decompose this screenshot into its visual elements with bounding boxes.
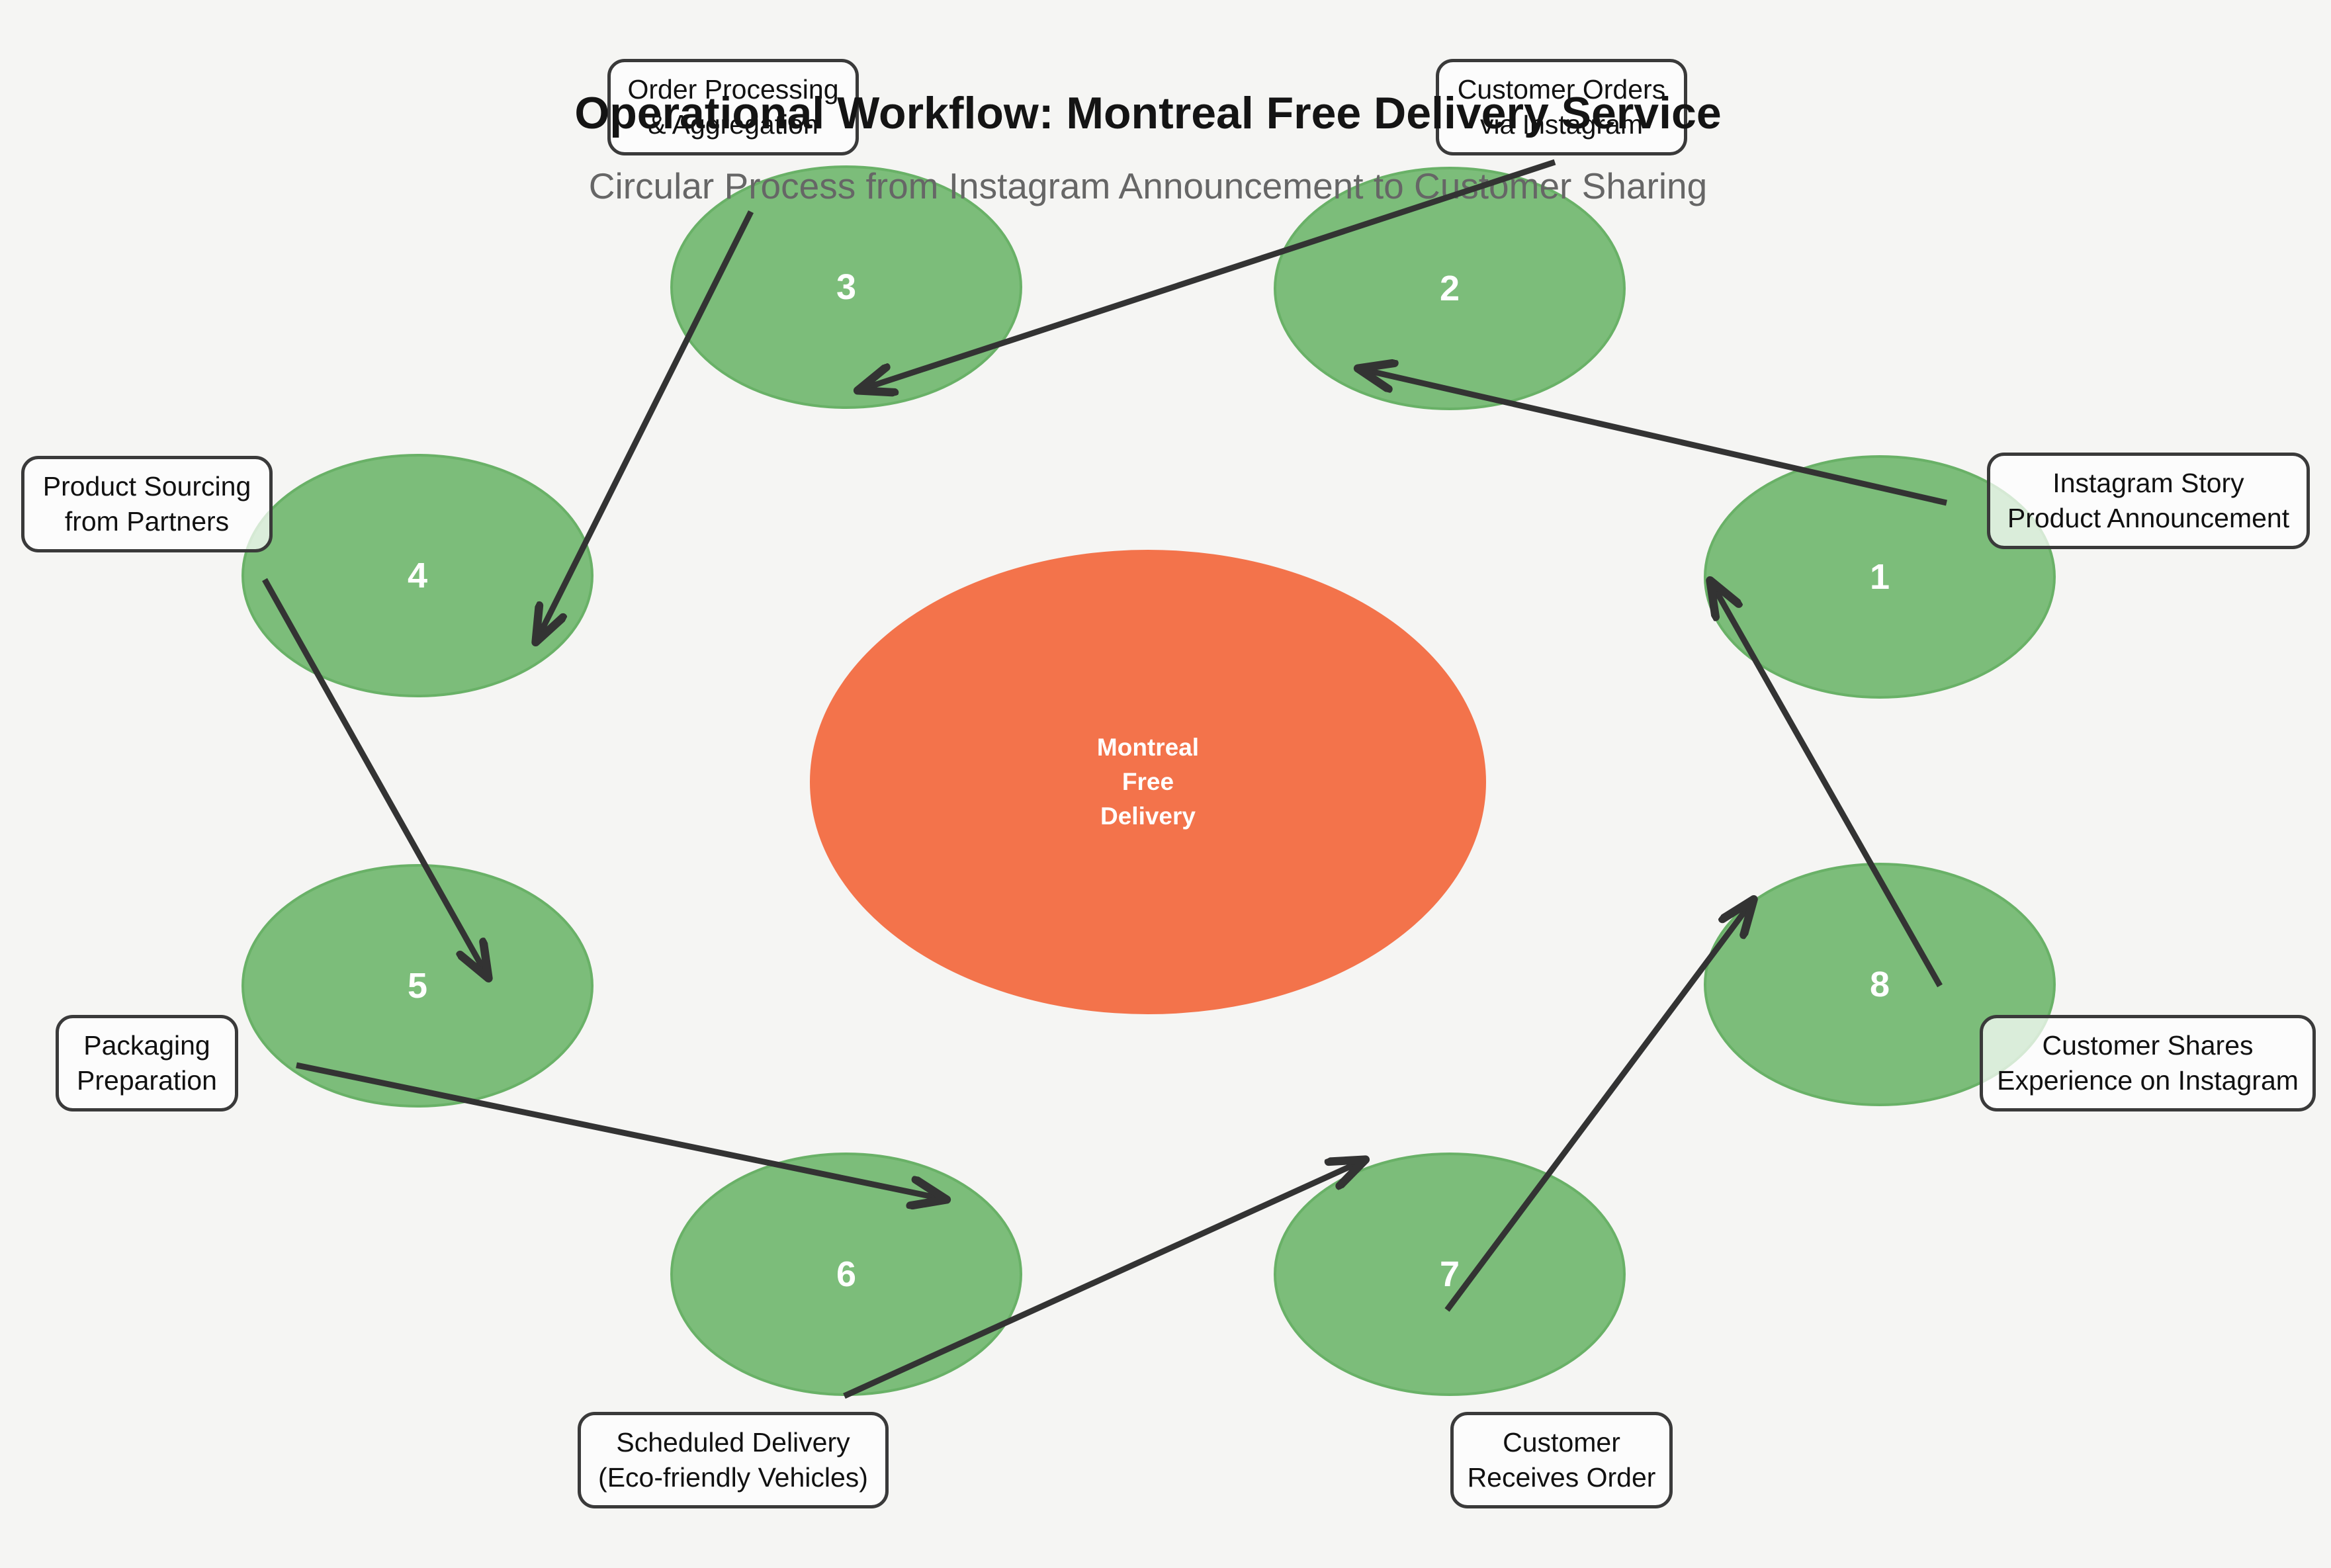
process-node-number-5: 5 xyxy=(407,966,428,1006)
process-node-number-4: 4 xyxy=(407,556,428,595)
process-step-label-2: Customer Orders via Instagram xyxy=(1436,59,1687,155)
label-line-1: Packaging xyxy=(83,1030,210,1061)
central-hub-label-line2: Free xyxy=(1122,768,1174,795)
process-step-label-6: Scheduled Delivery (Eco-friendly Vehicles… xyxy=(578,1412,889,1508)
central-hub-ellipse: Montreal Free Delivery xyxy=(810,550,1486,1014)
process-step-label-4: Product Sourcing from Partners xyxy=(21,456,273,552)
label-line-1: Instagram Story xyxy=(2052,468,2244,498)
process-node-7: 7 xyxy=(1274,1153,1626,1396)
process-step-label-3: Order Processing & Aggregation xyxy=(607,59,859,155)
process-node-number-3: 3 xyxy=(836,267,857,307)
label-line-2: from Partners xyxy=(64,506,230,537)
figure-subtitle: Circular Process from Instagram Announce… xyxy=(588,165,1708,206)
figure-title: Operational Workflow: Montreal Free Deli… xyxy=(574,88,1722,138)
label-line-2: (Eco-friendly Vehicles) xyxy=(598,1462,868,1493)
label-line-1: Order Processing xyxy=(627,74,839,105)
process-node-5: 5 xyxy=(242,864,594,1108)
process-node-number-6: 6 xyxy=(836,1254,857,1294)
label-line-2: Experience on Instagram xyxy=(1997,1065,2299,1096)
process-node-4: 4 xyxy=(242,454,594,697)
label-line-1: Product Sourcing xyxy=(42,471,251,501)
label-line-1: Customer xyxy=(1503,1427,1620,1458)
label-line-2: Receives Order xyxy=(1467,1462,1656,1493)
process-node-number-2: 2 xyxy=(1439,269,1460,308)
label-line-2: & Aggregation xyxy=(648,109,818,140)
central-hub-label-line1: Montreal xyxy=(1096,734,1200,761)
label-line-1: Scheduled Delivery xyxy=(616,1427,850,1458)
central-hub-label-line3: Delivery xyxy=(1100,803,1196,830)
label-line-2: Product Announcement xyxy=(2007,503,2290,533)
label-line-2: Preparation xyxy=(77,1065,217,1096)
label-line-2: via Instagram xyxy=(1479,109,1644,140)
label-line-1: Customer Orders xyxy=(1457,74,1666,105)
label-line-1: Customer Shares xyxy=(2042,1030,2254,1061)
process-node-number-7: 7 xyxy=(1439,1254,1460,1294)
process-node-6: 6 xyxy=(670,1153,1022,1396)
process-node-number-1: 1 xyxy=(1869,557,1890,597)
process-node-number-8: 8 xyxy=(1869,965,1890,1004)
